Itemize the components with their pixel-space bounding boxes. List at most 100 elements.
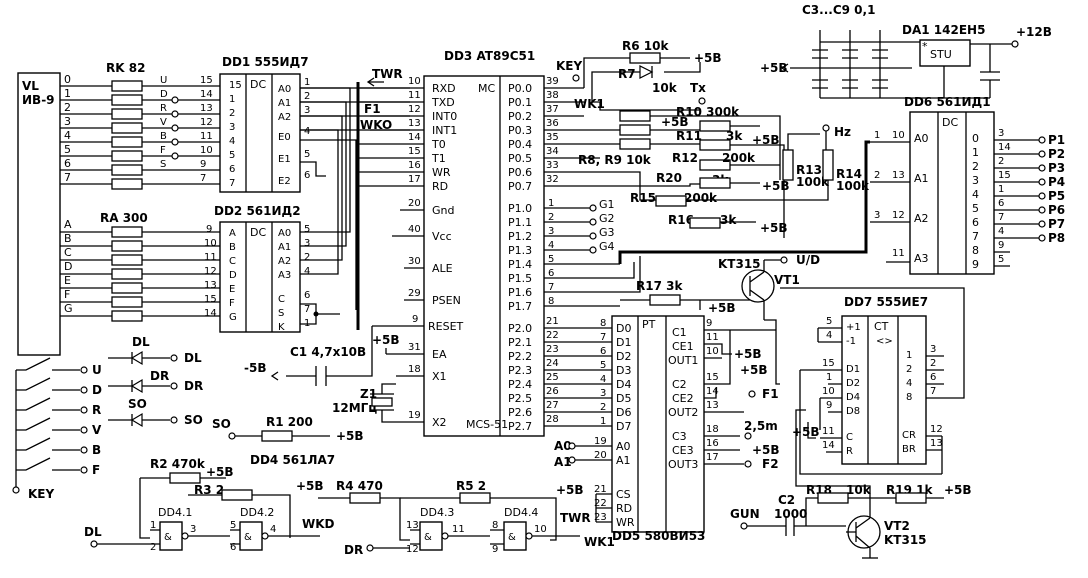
dd5-left: D7 xyxy=(616,420,631,433)
dd5-left-num: 3 xyxy=(600,388,606,399)
dd3-right-num: 4 xyxy=(548,240,554,251)
dd7-in: D2 xyxy=(846,378,860,389)
vl-pin-1: 1 xyxy=(64,87,71,100)
dd1-in-1: 1 xyxy=(229,94,235,105)
dd2-label: DD2 561ИД2 xyxy=(214,204,301,218)
dd3-left-num: 13 xyxy=(408,118,421,129)
dd4-label: DD4 561ЛА7 xyxy=(250,453,335,467)
r13-value: 100k xyxy=(796,175,830,189)
dd6-out-num: 9 xyxy=(998,240,1004,251)
dd6-out-num: 7 xyxy=(998,212,1004,223)
dd5-left-num: 8 xyxy=(600,318,606,329)
dd3-port-pin: P2.5 xyxy=(508,392,532,405)
dd5-left-num: 5 xyxy=(600,360,606,371)
dd3-right-num: 24 xyxy=(546,358,559,369)
dd3-right-num: 36 xyxy=(546,118,559,129)
dd5-chip: PT DD5 580ВИ53 D0 D1 D2 D3 D4 D5 D6 D7 A… xyxy=(554,315,780,543)
dd1-out-num: 4 xyxy=(304,126,310,137)
net-A1: A1 xyxy=(554,455,572,469)
da1-pin-dot: * xyxy=(922,40,928,53)
dd3-port-pin: P1.6 xyxy=(508,286,532,299)
dd5-left: D0 xyxy=(616,322,631,335)
net-B: B xyxy=(160,131,167,142)
net-U: U xyxy=(160,75,167,86)
dd5-right-num: 10 xyxy=(706,346,719,357)
dd3-right-num: 7 xyxy=(548,282,554,293)
dd3-port-pin: P1.7 xyxy=(508,300,532,313)
net-Tx: Tx xyxy=(690,81,706,95)
dd2-left-num: 15 xyxy=(204,294,217,305)
net-2.5m: 2,5m xyxy=(744,419,778,433)
diode-SO-label: SO xyxy=(128,397,147,411)
dd3-pin-PSEN: PSEN xyxy=(432,294,461,307)
dd3-label: DD3 AT89C51 xyxy=(444,49,535,63)
key-label: V xyxy=(92,423,102,437)
dd3-left-num: 18 xyxy=(408,364,421,375)
r7-value: 10k xyxy=(652,81,678,95)
r17-label: R17 3k xyxy=(636,279,683,293)
dd3-right-num: 25 xyxy=(546,372,559,383)
dd1-in-num: 12 xyxy=(200,117,213,128)
gate-sym: & xyxy=(164,532,172,543)
dd7-label: DD7 555ИЕ7 xyxy=(844,295,928,309)
r14-value: 100k xyxy=(836,179,870,193)
dd1-in-2: 2 xyxy=(229,108,235,119)
dd2-left: B xyxy=(229,242,236,253)
gate-dd43: DD4.3 xyxy=(420,506,454,519)
gate-dd42: DD4.2 xyxy=(240,506,274,519)
net-UD: U/D xyxy=(796,253,820,267)
dd3-port-pin: P1.5 xyxy=(508,272,532,285)
power-label: +5В xyxy=(944,483,972,497)
net-R: R xyxy=(160,103,167,114)
dd3-pin-ALE: ALE xyxy=(432,262,453,275)
dd3-port-pin: P2.6 xyxy=(508,406,532,419)
vt1-transistor: KT315 VT1 U/D R17 3k +5В xyxy=(620,253,820,385)
dd7-out-num: 3 xyxy=(930,344,936,355)
gate-pin: 6 xyxy=(230,542,236,553)
net-DR-in: DR xyxy=(344,543,363,557)
dd7-in: C xyxy=(846,432,853,443)
net-DL-in: DL xyxy=(84,525,102,539)
dd3-port-pin: P0.0 xyxy=(508,82,532,95)
dd1-out-E0: E0 xyxy=(278,132,291,143)
net-WKD: WKD xyxy=(302,517,335,531)
dd6-out: 5 xyxy=(972,202,979,215)
power-label: +5В xyxy=(296,479,324,493)
dd1-out-num: 6 xyxy=(304,170,310,181)
r2-label: R2 470k xyxy=(150,457,206,471)
net-F: F xyxy=(160,145,166,156)
dd3-port-pin: P2.0 xyxy=(508,322,532,335)
gate-pin: 3 xyxy=(190,524,196,535)
address-bus-wiring xyxy=(300,82,410,330)
dd2-left: G xyxy=(229,312,237,323)
net-F1-out: F1 xyxy=(762,387,779,401)
dd3-pin-WR: WR xyxy=(432,166,451,179)
dd1-out-num: 1 xyxy=(304,77,310,88)
dd3-right-num: 39 xyxy=(546,76,559,87)
gun-input-stage: GUN C2 1000 R18 10k R19 1k +5В VT2 KT315 xyxy=(730,409,972,559)
dd5-right: C1 xyxy=(672,326,687,339)
vl-seg-G: G xyxy=(64,302,73,315)
dd6-in: A1 xyxy=(914,172,929,185)
net-S: S xyxy=(160,159,166,170)
dd2-left-num: 14 xyxy=(204,308,217,319)
dd5-left: D2 xyxy=(616,350,631,363)
dd6-in: A0 xyxy=(914,132,929,145)
gate-pin: 2 xyxy=(150,542,156,553)
dd5-right-num: 11 xyxy=(706,332,719,343)
dd1-out-A2: A2 xyxy=(278,112,291,123)
dd5-title: PT xyxy=(642,318,656,331)
dd6-out-num: 6 xyxy=(998,198,1004,209)
dd3-port-pin: P1.1 xyxy=(508,216,532,229)
dd2-out-num: 2 xyxy=(304,252,310,263)
net-SO: SO xyxy=(184,413,203,427)
dd6-chip: DD6 561ИД1 DC A0 A1 A2 A3 10 13 12 11 1 … xyxy=(870,95,1065,275)
dd1-in-5: 5 xyxy=(229,150,235,161)
net-G2: G2 xyxy=(599,212,615,225)
dd1-out-E2: E2 xyxy=(278,176,291,187)
r1-resistor: G1 SO R1 200 +5В xyxy=(212,415,364,443)
dd5-left: A0 xyxy=(616,440,631,453)
key-label: R xyxy=(92,403,101,417)
dd6-out: 9 xyxy=(972,258,979,271)
vl-seg-A: A xyxy=(64,218,72,231)
